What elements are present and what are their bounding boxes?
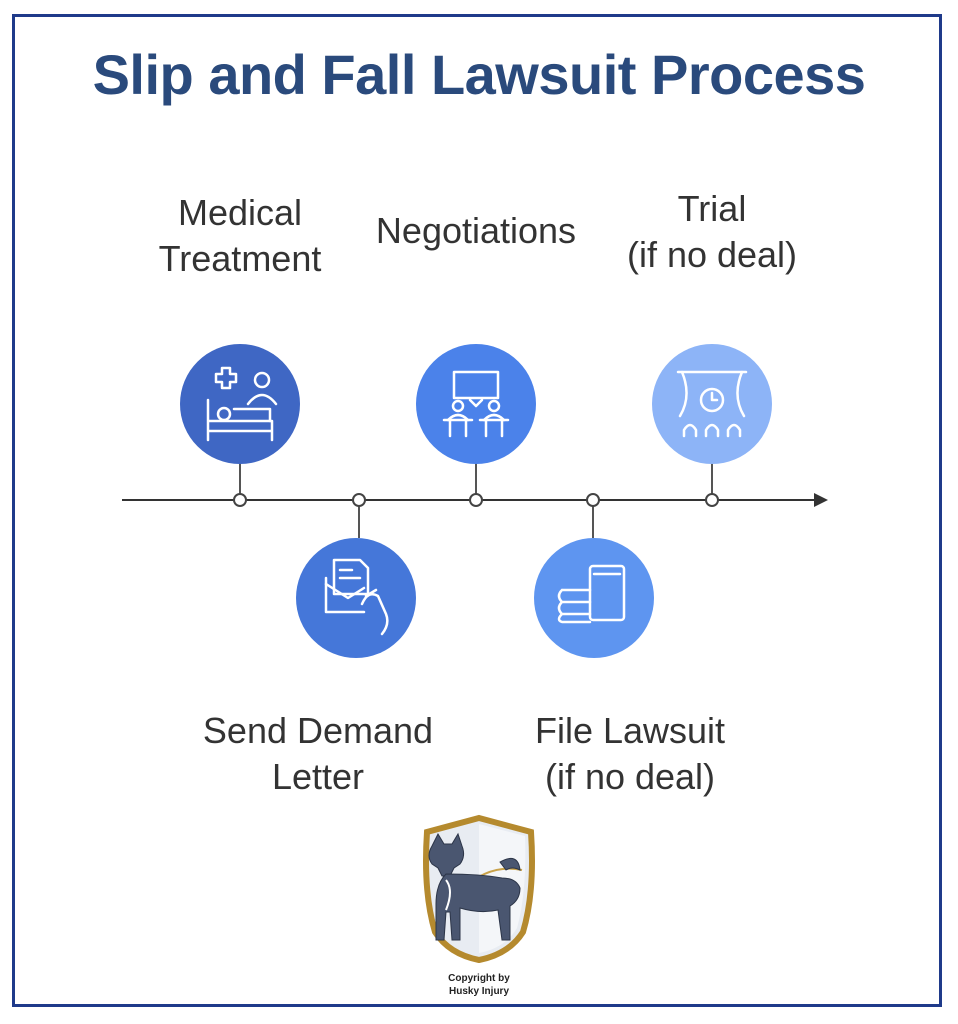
husky-icon (428, 832, 521, 941)
file-stack-icon (557, 564, 626, 624)
step-circle-medical-treatment (180, 344, 300, 464)
hospital-bed-icon (206, 366, 278, 442)
timeline-node-2 (352, 493, 366, 507)
courtroom-clock-icon (676, 370, 748, 438)
step-circle-send-demand-letter (296, 538, 416, 658)
step-label-negotiations: Negotiations (375, 210, 577, 251)
husky-shield-logo (423, 814, 535, 964)
negotiation-table-icon (442, 370, 510, 438)
timeline-node-1 (233, 493, 247, 507)
timeline-node-3 (469, 493, 483, 507)
step-circle-negotiations (416, 344, 536, 464)
timeline-node-4 (586, 493, 600, 507)
step-label-send-demand-letter: Send Demand Letter (202, 710, 434, 797)
copyright-text: Copyright by Husky Injury (448, 973, 510, 997)
timeline-node-5 (705, 493, 719, 507)
step-label-medical-treatment: Medical Treatment (158, 192, 322, 279)
step-circle-trial (652, 344, 772, 464)
timeline-arrowhead (814, 493, 828, 507)
letter-in-hand-icon (324, 558, 389, 636)
step-label-trial: Trial (if no deal) (626, 188, 798, 275)
step-circle-file-lawsuit (534, 538, 654, 658)
step-label-file-lawsuit: File Lawsuit (if no deal) (534, 710, 726, 797)
page-title: Slip and Fall Lawsuit Process (92, 43, 866, 106)
